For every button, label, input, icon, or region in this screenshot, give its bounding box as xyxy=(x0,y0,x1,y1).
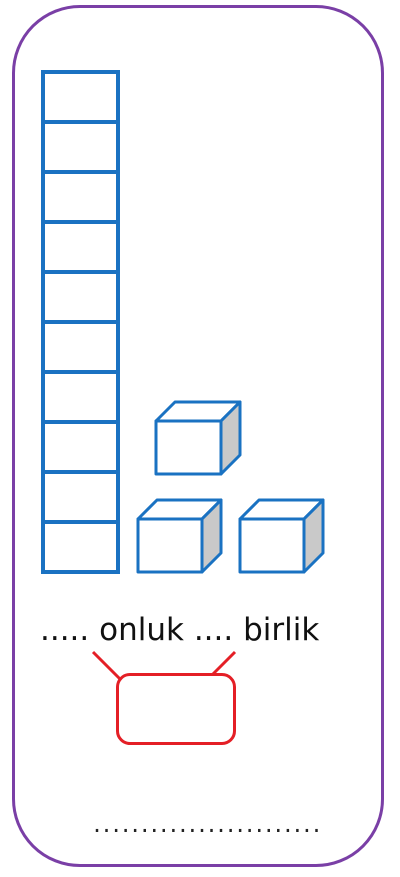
tens-label: onluk xyxy=(99,612,184,648)
answer-line[interactable]: ................................ xyxy=(91,813,319,837)
tens-blank: ..... xyxy=(40,612,89,648)
place-value-caption: ..... onluk .... birlik xyxy=(40,612,370,648)
ones-label: birlik xyxy=(243,612,319,648)
ones-blank: .... xyxy=(194,612,233,648)
tens-rod xyxy=(43,72,118,572)
unit-cube xyxy=(156,402,240,474)
unit-cube xyxy=(240,500,323,572)
number-answer-box[interactable] xyxy=(116,673,236,745)
unit-cube xyxy=(138,500,221,572)
